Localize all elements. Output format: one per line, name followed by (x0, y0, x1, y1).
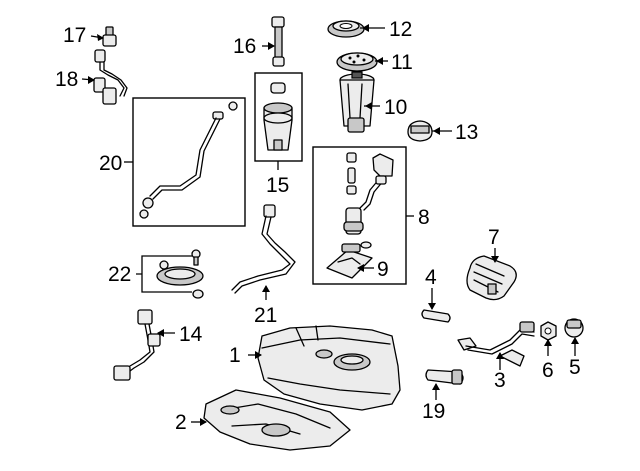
callout-19: 19 (422, 400, 445, 423)
callout-1: 1 (229, 344, 241, 367)
callout-10: 10 (384, 96, 407, 119)
part-9-bracket (326, 243, 373, 279)
part-6-nut (540, 321, 557, 341)
part-12-lock-ring (327, 20, 365, 38)
callout-18: 18 (55, 68, 78, 91)
part-17-bolt (102, 26, 117, 47)
callout-7: 7 (488, 226, 500, 249)
callout-14: 14 (179, 323, 203, 346)
callout-2: 2 (175, 411, 187, 434)
callout-8: 8 (418, 206, 430, 229)
leader-lines (81, 24, 579, 426)
part-1-fuel-tank (257, 325, 401, 411)
part-20-fuel-line (139, 101, 238, 219)
callout-11: 11 (391, 51, 413, 74)
part-16-filter-stem (271, 16, 285, 67)
callout-5: 5 (569, 356, 581, 379)
callout-13: 13 (455, 121, 478, 144)
callout-6: 6 (542, 359, 554, 382)
part-10-pump-housing (339, 71, 375, 133)
callout-17: 17 (63, 24, 86, 47)
part-3-vent-pipe (457, 321, 535, 367)
part-2-tank-shield (203, 389, 351, 451)
part-11-pump-cap (336, 52, 378, 72)
callout-20: 20 (99, 152, 122, 175)
callout-3: 3 (494, 369, 506, 392)
callout-15: 15 (266, 174, 289, 197)
part-5-cap (564, 318, 584, 338)
callout-21: 21 (254, 304, 277, 327)
callout-12: 12 (389, 18, 412, 41)
part-13-filler-cap (407, 120, 433, 142)
part-21-hose (231, 204, 296, 294)
part-18-harness (93, 49, 128, 105)
part-22-gasket-set (156, 249, 204, 299)
part-8-sender-assembly (343, 152, 394, 249)
part-7-canister (466, 255, 517, 301)
callout-4: 4 (425, 266, 437, 289)
callout-16: 16 (233, 35, 256, 58)
part-15-filter (263, 82, 293, 151)
leader-22 (136, 255, 192, 293)
callout-9: 9 (377, 258, 389, 281)
part-19-pipe (425, 369, 464, 385)
part-14-harness (113, 309, 161, 381)
part-4-tube (421, 309, 451, 323)
callout-22: 22 (108, 263, 131, 286)
